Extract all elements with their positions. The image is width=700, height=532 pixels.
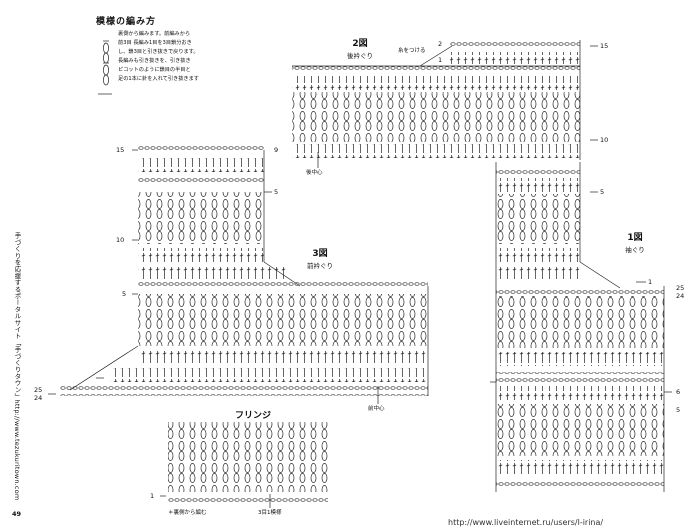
- fig3-label: 前衿ぐり: [307, 262, 333, 270]
- legend-line: 裏側から編みます。前編みから: [118, 31, 191, 37]
- fig3-row-24: 24: [34, 394, 43, 402]
- fig2-row-2: 2: [438, 40, 443, 48]
- fig1-row-1: 1: [648, 278, 653, 286]
- fringe-repeat: 3目1模様: [258, 510, 282, 516]
- legend-line: 前3目 長編み1目を3目鎖分おき: [118, 40, 192, 46]
- fig3-row-15: 15: [116, 146, 125, 154]
- fig1-row-5-lower: 5: [676, 406, 681, 414]
- fig1-row-24: 24: [676, 292, 685, 300]
- legend-line: ピコットのように鎖目の半目と: [118, 67, 191, 73]
- fig3-row-25: 25: [34, 386, 43, 394]
- fig3-row-9: 9: [274, 146, 279, 154]
- fig1-number: 1図: [627, 233, 643, 243]
- fig3-center: 前中心: [368, 406, 385, 412]
- fringe-title: フリンジ: [234, 411, 271, 421]
- page-number: 49: [12, 510, 22, 518]
- fig3-number: 3図: [312, 249, 328, 259]
- fringe-note: ＊裏側から編む: [168, 510, 207, 516]
- legend-line: し、鎖3目と引き抜きで戻ります。: [118, 49, 199, 55]
- fringe-row-1: 1: [150, 492, 155, 500]
- legend-text: 裏側から編みます。前編みから 前3目 長編み1目を3目鎖分おき し、鎖3目と引き…: [118, 30, 258, 84]
- fig2-label: 後衿ぐり: [347, 52, 373, 60]
- fig2-mark: 糸をつける: [398, 48, 426, 54]
- fig2-center: 後中心: [306, 170, 323, 176]
- legend-line: 足の1本に針を入れて引き抜きます: [118, 76, 199, 82]
- page-heading: 模様の編み方: [96, 17, 157, 27]
- fig3-row-10: 10: [116, 236, 125, 244]
- legend-line: 長編みも引き抜きを、引き抜き: [118, 58, 191, 64]
- fig2-row-15: 15: [600, 42, 609, 50]
- fig1-row-25: 25: [676, 284, 685, 292]
- watermark-url: http://www.liveinternet.ru/users/l-irina…: [448, 518, 604, 527]
- fig1-row-5: 5: [600, 188, 605, 196]
- fig1-label: 袖ぐり: [625, 246, 645, 254]
- fig1-row-6: 6: [676, 388, 681, 396]
- fig2-row-1: 1: [438, 56, 443, 64]
- fig3-row-5-right: 5: [274, 188, 279, 196]
- fig3-row-5: 5: [122, 290, 127, 298]
- fig2-row-10: 10: [600, 136, 609, 144]
- publisher-line: 手づくりを応援するポータルサイト「手づくりタウン」http://www.tezu…: [13, 232, 21, 501]
- fig2-number: 2図: [352, 39, 368, 49]
